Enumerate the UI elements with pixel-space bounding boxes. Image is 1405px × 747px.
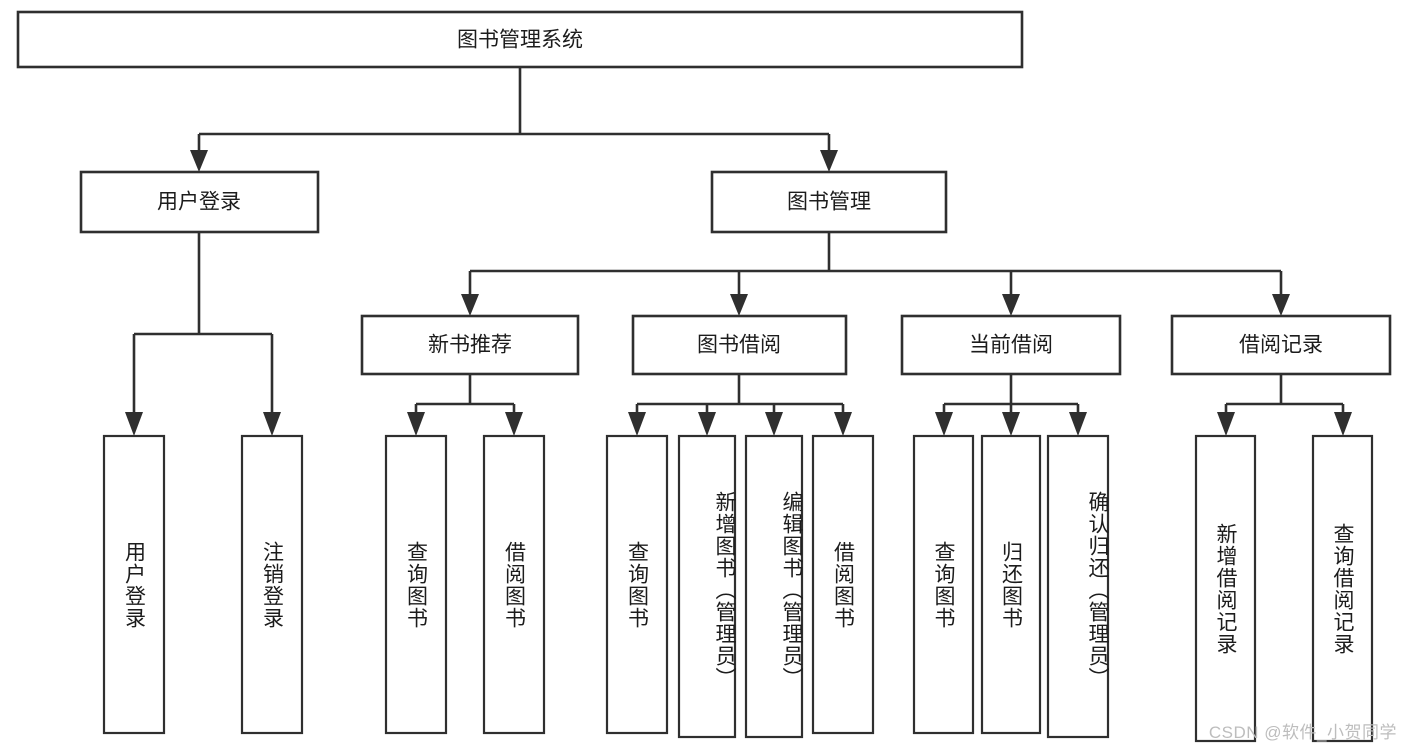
node-current-borrow-box bbox=[900, 314, 1122, 376]
leaf-box-confirm-return[interactable] bbox=[1046, 434, 1110, 739]
arrow-head-leaf-query-book-1 bbox=[407, 412, 425, 436]
arrow-head-leaf-add-record bbox=[1217, 412, 1235, 436]
node-current-borrow-label: 当前借阅 bbox=[969, 334, 1053, 357]
connector-group-borrow-record bbox=[1217, 374, 1352, 436]
connector-group-current-borrow bbox=[935, 374, 1087, 436]
leaf-boxes bbox=[102, 434, 1374, 743]
node-book-borrow-label: 图书借阅 bbox=[697, 334, 781, 357]
leaf-box-user-login[interactable] bbox=[102, 434, 166, 735]
node-root[interactable]: 图书管理系统 bbox=[16, 10, 1024, 69]
arrow-head-leaf-query-book-3 bbox=[935, 412, 953, 436]
arrow-head-leaf-confirm-return bbox=[1069, 412, 1087, 436]
leaf-box-add-book[interactable] bbox=[677, 434, 737, 739]
connector-group-new-book-recommend bbox=[407, 374, 523, 436]
arrow-head-leaf-borrow-book-2 bbox=[834, 412, 852, 436]
node-book-manage-label: 图书管理 bbox=[787, 191, 871, 214]
arrow-head-borrow-record bbox=[1272, 294, 1290, 316]
leaf-box-edit-book[interactable] bbox=[744, 434, 804, 739]
connector-group-user-login bbox=[125, 232, 281, 436]
connector-group-book-manage bbox=[461, 232, 1290, 316]
arrow-head-leaf-add-book bbox=[698, 412, 716, 436]
leaf-box-borrow-book-1[interactable] bbox=[482, 434, 546, 735]
node-borrow-record-box bbox=[1170, 314, 1392, 376]
leaf-box-query-book-1[interactable] bbox=[384, 434, 448, 735]
arrow-head-leaf-user-login bbox=[125, 412, 143, 436]
arrow-head-leaf-query-book-2 bbox=[628, 412, 646, 436]
node-borrow-record[interactable]: 借阅记录 bbox=[1170, 314, 1392, 376]
csdn-watermark: CSDN @软件_小贺同学 bbox=[1208, 723, 1397, 742]
arrow-head-leaf-logout bbox=[263, 412, 281, 436]
leaf-box-query-book-2[interactable] bbox=[605, 434, 669, 735]
node-user-login-box bbox=[79, 170, 320, 234]
arrow-head-book-manage bbox=[820, 150, 838, 172]
node-new-book-recommend-box bbox=[360, 314, 580, 376]
connector-group-root bbox=[190, 67, 838, 172]
node-book-manage[interactable]: 图书管理 bbox=[710, 170, 948, 234]
arrow-head-user-login bbox=[190, 150, 208, 172]
leaf-box-borrow-book-2[interactable] bbox=[811, 434, 875, 735]
arrow-head-leaf-return-book bbox=[1002, 412, 1020, 436]
node-root-box bbox=[16, 10, 1024, 69]
leaf-box-query-record[interactable] bbox=[1311, 434, 1374, 743]
node-new-book-recommend-label: 新书推荐 bbox=[428, 334, 512, 357]
node-book-borrow-box bbox=[631, 314, 848, 376]
arrow-head-leaf-query-record bbox=[1334, 412, 1352, 436]
arrow-head-leaf-edit-book bbox=[765, 412, 783, 436]
arrow-head-new-book-recommend bbox=[461, 294, 479, 316]
arrow-head-book-borrow bbox=[730, 294, 748, 316]
connector-group-book-borrow bbox=[628, 374, 852, 436]
leaf-box-query-book-3[interactable] bbox=[912, 434, 975, 735]
node-current-borrow[interactable]: 当前借阅 bbox=[900, 314, 1122, 376]
leaf-box-add-record[interactable] bbox=[1194, 434, 1257, 743]
arrow-head-leaf-borrow-book-1 bbox=[505, 412, 523, 436]
leaf-box-return-book[interactable] bbox=[980, 434, 1042, 735]
arrow-head-current-borrow bbox=[1002, 294, 1020, 316]
leaf-box-logout[interactable] bbox=[240, 434, 304, 735]
node-borrow-record-label: 借阅记录 bbox=[1239, 334, 1323, 357]
node-book-borrow[interactable]: 图书借阅 bbox=[631, 314, 848, 376]
node-user-login[interactable]: 用户登录 bbox=[79, 170, 320, 234]
node-book-manage-box bbox=[710, 170, 948, 234]
node-user-login-label: 用户登录 bbox=[157, 191, 241, 214]
node-new-book-recommend[interactable]: 新书推荐 bbox=[360, 314, 580, 376]
node-root-label: 图书管理系统 bbox=[457, 29, 583, 52]
